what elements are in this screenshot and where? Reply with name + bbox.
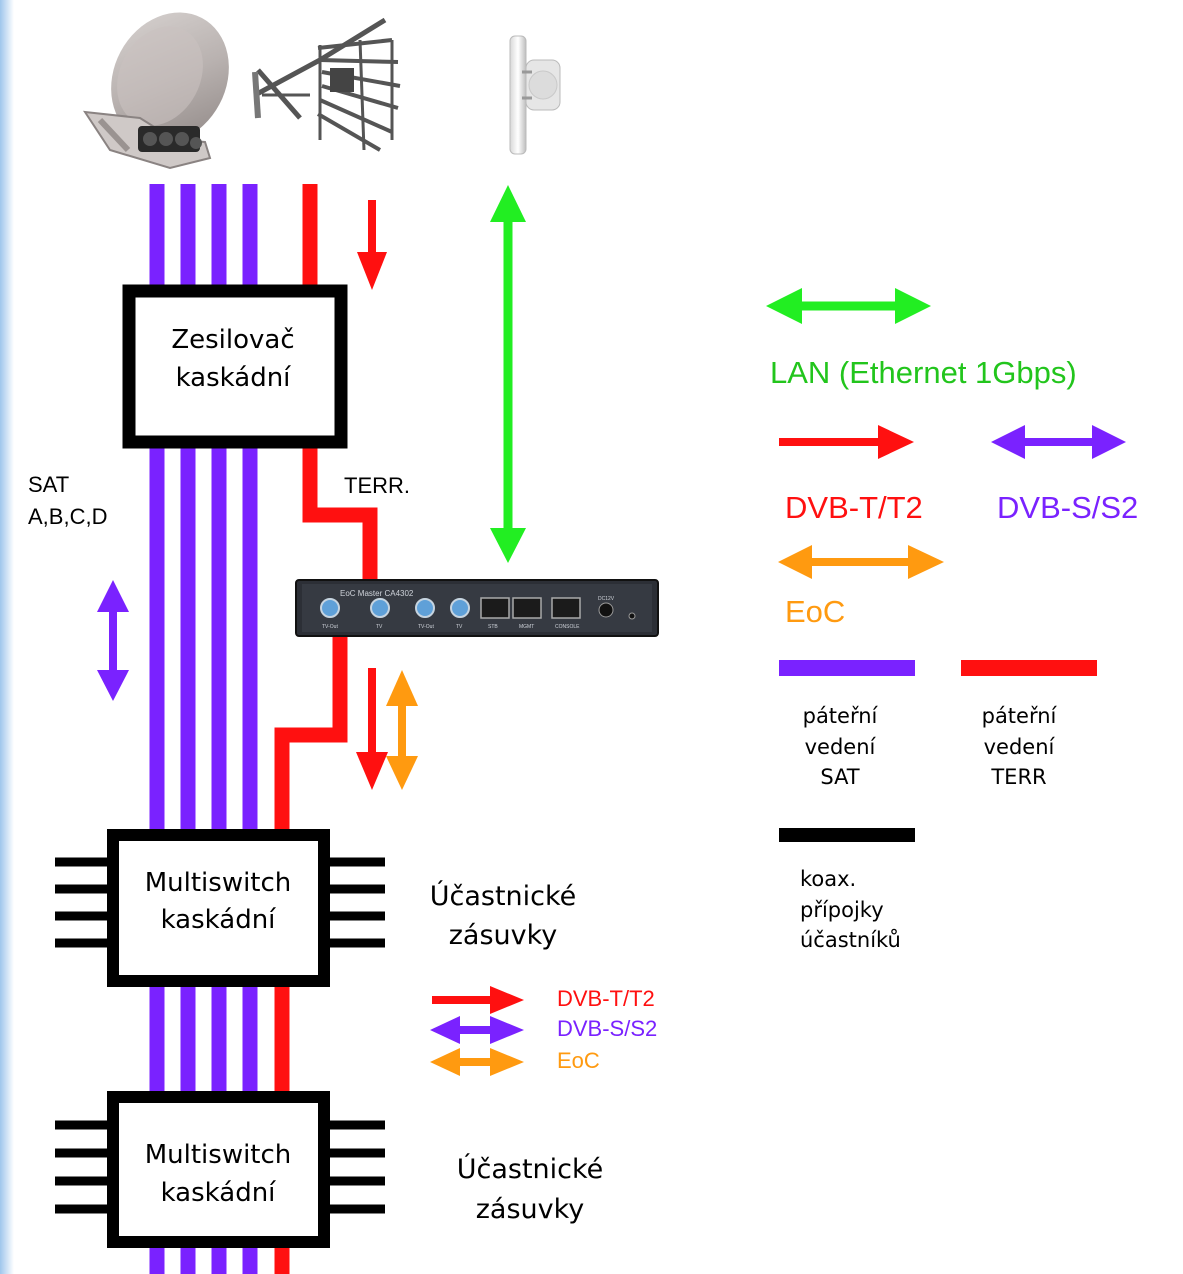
legend-sat-trunk-line3: SAT: [820, 765, 859, 789]
small-legend-dvbt: DVB-T/T2: [557, 986, 655, 1011]
legend-terr-trunk-swatch: [961, 660, 1097, 676]
window-edge: [0, 0, 14, 1274]
eoc-port-5: STB: [488, 624, 498, 630]
eoc-port-8: DC12V: [598, 596, 615, 602]
legend-dvbs-label: DVB-S/S2: [997, 490, 1138, 525]
legend-dvbt-label: DVB-T/T2: [785, 490, 923, 525]
multiswitch2-label-line2: kaskádní: [161, 1178, 277, 1208]
legend-sat-trunk-swatch: [779, 660, 915, 676]
legend: LAN (Ethernet 1Gbps) DVB-T/T2 DVB-S/S2 E…: [766, 288, 1138, 952]
outlets1-label-line2: zásuvky: [449, 920, 558, 951]
amplifier-label-line2: kaskádní: [176, 363, 292, 393]
sat-label-line1: SAT: [28, 472, 69, 497]
eoc-port-6: MGMT: [519, 624, 534, 630]
small-legend-dvbt-arrow: [432, 986, 524, 1014]
legend-eoc-arrow: [778, 545, 944, 579]
multiswitch1-label-line1: Multiswitch: [145, 868, 292, 898]
outlets2-label-line1: Účastnické: [457, 1153, 604, 1185]
sat-label-line2: A,B,C,D: [28, 504, 107, 529]
multiswitch-box-2: Multiswitch kaskádní: [55, 1097, 385, 1242]
satellite-dish-icon: [85, 0, 251, 168]
eoc-device-model: EoC Master CA4302: [340, 589, 414, 598]
small-legend-dvbs-arrow: [430, 1016, 524, 1044]
terrestrial-antenna-icon: [255, 20, 400, 150]
legend-terr-trunk-line1: páteřní: [982, 704, 1058, 728]
legend-terr-trunk-line3: TERR: [990, 765, 1046, 789]
eoc-master-device-icon: EoC Master CA4302 TV-Out TV TV-Out TV ST…: [296, 580, 658, 636]
eoc-port-1: TV-Out: [322, 624, 338, 630]
legend-dvbs-arrow: [991, 425, 1126, 459]
legend-sat-trunk-line2: vedení: [805, 735, 877, 759]
small-legend-eoc: EoC: [557, 1048, 600, 1073]
eoc-port-3: TV-Out: [418, 624, 434, 630]
legend-sat-trunk-line1: páteřní: [803, 704, 879, 728]
lan-bidirectional-arrow: [490, 185, 526, 563]
legend-coax-line1: koax.: [800, 867, 856, 891]
outlets1-label-line1: Účastnické: [430, 880, 577, 912]
eoc-bidirectional-arrow: [386, 670, 418, 790]
legend-coax-line2: přípojky: [800, 898, 884, 922]
wifi-access-point-icon: [510, 36, 560, 154]
small-legend: DVB-T/T2 DVB-S/S2 EoC: [430, 986, 657, 1076]
legend-terr-trunk-line2: vedení: [984, 735, 1056, 759]
eoc-port-4: TV: [456, 624, 463, 630]
legend-lan-arrow: [766, 288, 931, 324]
legend-dvbt-arrow: [779, 425, 914, 459]
terr-down-arrow-2: [356, 668, 388, 790]
terr-label: TERR.: [344, 473, 410, 498]
multiswitch2-label-line1: Multiswitch: [145, 1140, 292, 1170]
eoc-port-7: CONSOLE: [555, 624, 580, 630]
outlets2-label-line2: zásuvky: [476, 1194, 585, 1225]
small-legend-eoc-arrow: [430, 1048, 524, 1076]
legend-coax-swatch: [779, 828, 915, 842]
sat-bidirectional-arrow: [97, 580, 129, 701]
amplifier-box: Zesilovač kaskádní: [129, 291, 341, 442]
legend-lan-label: LAN (Ethernet 1Gbps): [770, 355, 1077, 390]
legend-coax-line3: účastníků: [800, 928, 901, 952]
multiswitch1-label-line2: kaskádní: [161, 905, 277, 935]
small-legend-dvbs: DVB-S/S2: [557, 1016, 657, 1041]
terr-down-arrow-1: [357, 200, 387, 290]
amplifier-label-line1: Zesilovač: [171, 325, 294, 355]
legend-eoc-label: EoC: [785, 594, 845, 629]
eoc-port-2: TV: [376, 624, 383, 630]
multiswitch-box-1: Multiswitch kaskádní: [55, 835, 385, 981]
